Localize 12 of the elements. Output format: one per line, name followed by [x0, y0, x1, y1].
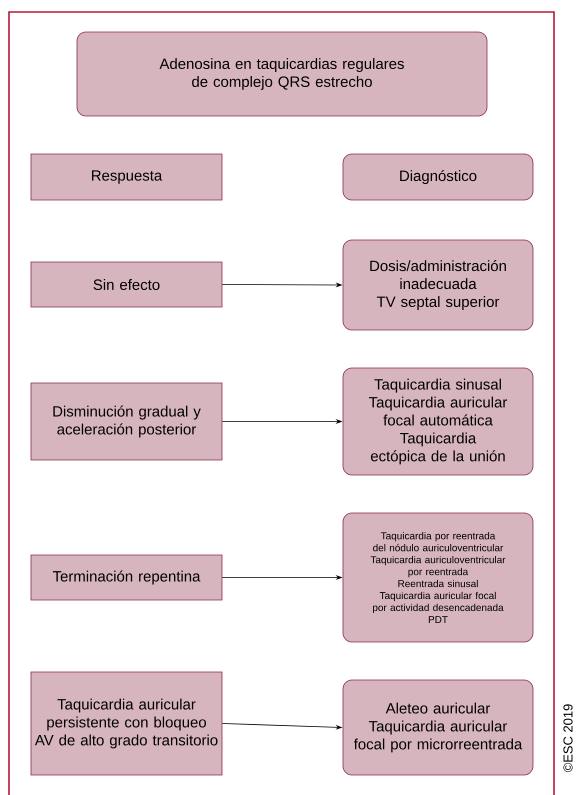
rounded-box: Taquicardia sinusal Taquicardia auricular focal automática Taquicardia ectópica de la unión	[342, 368, 534, 476]
title-box: Adenosina en taquicardias regulares de complejo QRS estrecho	[76, 32, 488, 116]
box: Taquicardia auricular persistente con bloqueo AV de alto grado transitorio	[30, 672, 222, 776]
rounded-box: Aleteo auricular Taquicardia auricular focal por microrreentrada	[342, 680, 534, 776]
box: Terminación repentina	[30, 554, 222, 600]
rounded-box: Dosis/administración inadecuada TV septal superior	[342, 240, 534, 330]
box: Disminución gradual y aceleración posterior	[30, 382, 222, 460]
rounded-box: Taquicardia por reentrada del nódulo auriculoventricular Taquicardia auriculoventricular por reentrada Reentrada sinusal Taquicardia auricular focal por actividad desencadenada PDT	[342, 512, 534, 642]
rounded-box: Diagnóstico	[342, 154, 534, 200]
box: Respuesta	[30, 154, 222, 200]
box: Sin efecto	[30, 262, 222, 308]
copyright-note: ©ESC 2019	[563, 704, 573, 772]
